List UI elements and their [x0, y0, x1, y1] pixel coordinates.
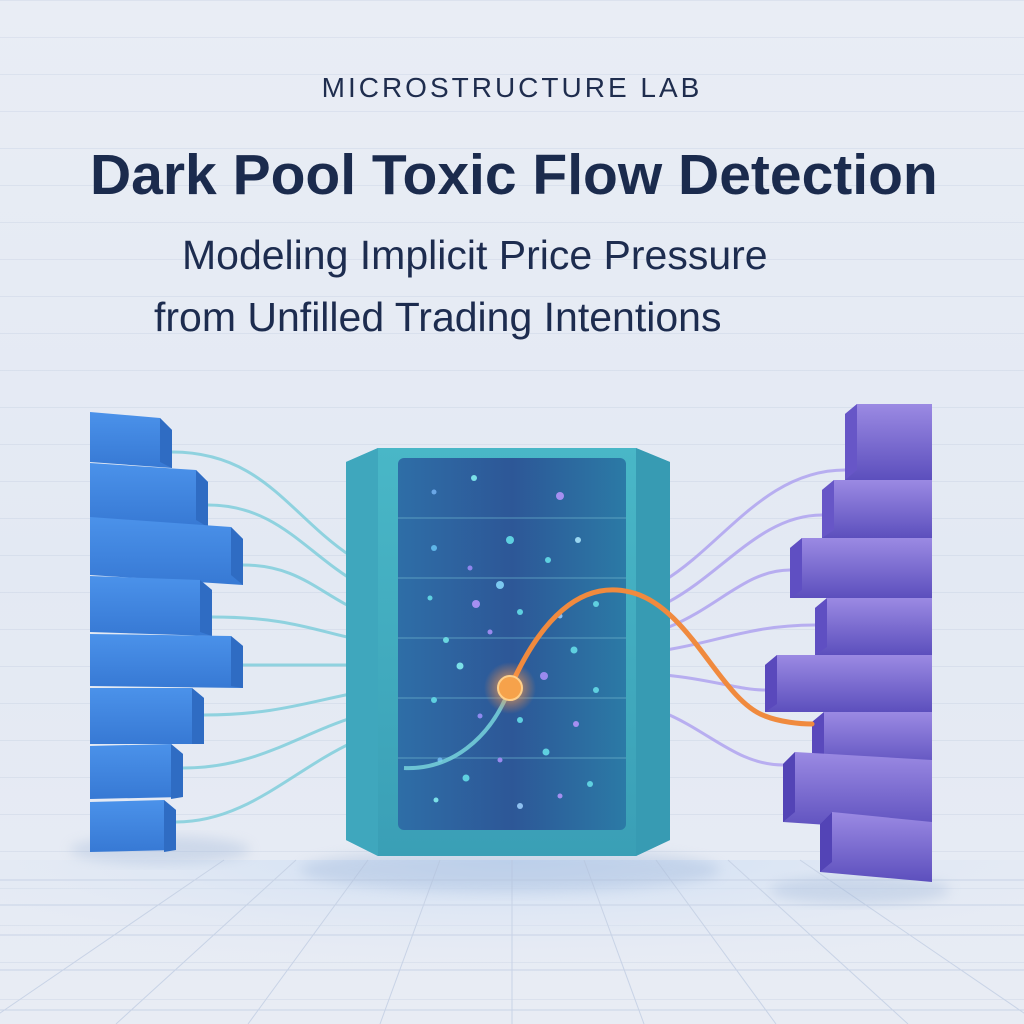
dark-pool-container: [346, 448, 670, 856]
right-bar: [783, 752, 932, 832]
left-bar: [90, 576, 212, 636]
left-bar: [90, 517, 243, 585]
toxic-node-icon: [497, 675, 523, 701]
right-bar: [790, 538, 932, 598]
left-bar: [90, 463, 208, 527]
left-bar: [90, 688, 204, 744]
left-bar: [90, 412, 172, 468]
left-order-stack: [90, 412, 243, 852]
right-order-stack: [765, 404, 932, 882]
right-stack-shadow: [770, 876, 950, 904]
right-bar: [845, 404, 932, 480]
right-bar: [820, 812, 932, 882]
pool-shadow: [300, 848, 720, 892]
right-bar: [815, 598, 932, 655]
toxic-flow-path: [507, 587, 815, 727]
page-title: Dark Pool Toxic Flow Detection: [90, 143, 938, 207]
pool-interior: [398, 458, 626, 830]
right-bar: [765, 655, 932, 712]
left-bar: [90, 800, 176, 852]
left-bar: [90, 744, 183, 799]
subtitle-line-1: Modeling Implicit Price Pressure: [182, 232, 768, 278]
subtitle-line-2: from Unfilled Trading Intentions: [154, 294, 722, 340]
lab-name: MICROSTRUCTURE LAB: [321, 72, 703, 103]
liquidity-particles: [427, 475, 599, 809]
left-bar: [90, 634, 243, 688]
right-bar: [822, 480, 932, 538]
